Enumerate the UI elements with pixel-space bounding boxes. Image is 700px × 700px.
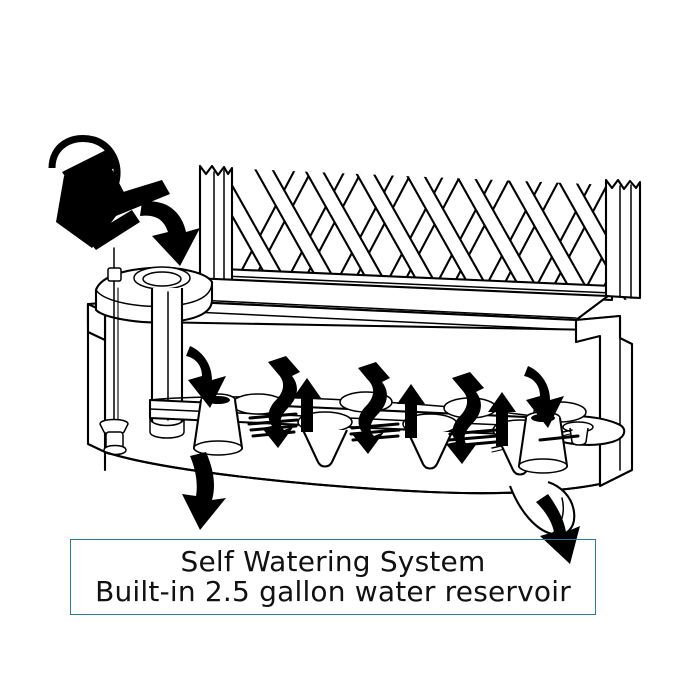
watering-can-icon [48,135,170,250]
water-up-arrow [293,378,321,432]
trellis-post-left [198,164,234,284]
water-down-arrow [352,362,390,454]
water-down-arrow [262,356,300,448]
caption-line-1: Self Watering System [180,545,486,579]
overflow-arrow [536,494,580,564]
fill-tube-assembly [94,247,214,456]
overflow-arrow [182,452,226,530]
fill-arrow [140,201,200,266]
trellis-post-right [604,178,642,300]
water-down-arrow [524,366,564,428]
water-down-arrow [186,346,226,408]
water-down-arrow [446,372,484,464]
caption-line-2: Built-in 2.5 gallon water reservoir [95,575,571,608]
water-up-arrow [488,392,516,446]
lattice-trellis [198,164,642,302]
caption-box: Self Watering System Built-in 2.5 gallon… [70,539,596,615]
water-up-arrow [397,384,425,438]
planter-corner-right [574,314,634,488]
